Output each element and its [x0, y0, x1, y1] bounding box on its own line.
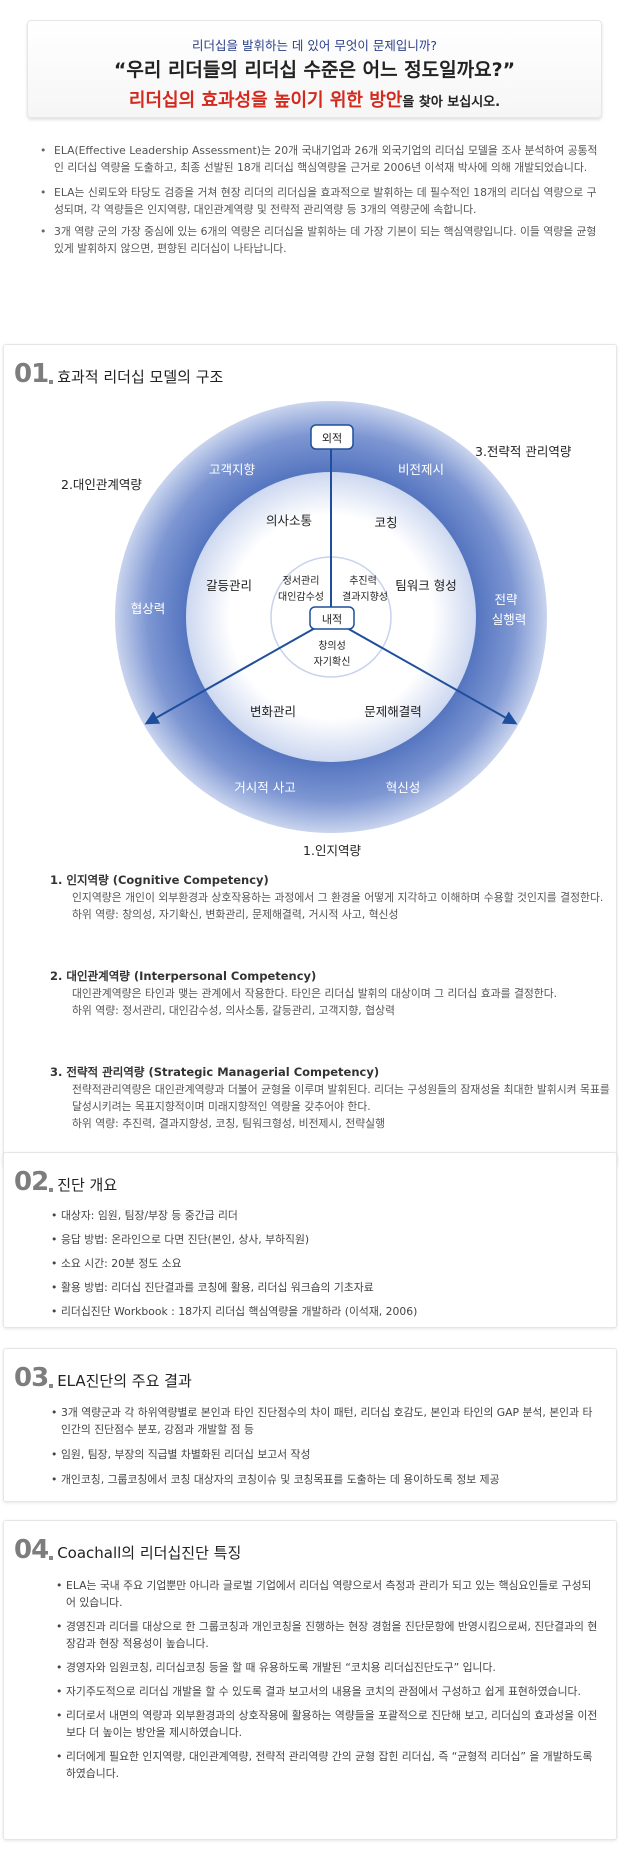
- leadership-model-diagram: 외적 내적 2.대인관계역량 3.전략적 관리역량 1.인지역량 고객지향 비전…: [61, 401, 572, 858]
- intro-tail: 을 찾아 보십시오.: [402, 95, 501, 110]
- middle-ring-labels: 의사소통 코칭 갈등관리 팀워크 형성 변화관리 문제해결력: [206, 513, 457, 719]
- arrow-right: [330, 618, 518, 725]
- diagram-rings: [115, 401, 547, 833]
- ring-label: 실행력: [492, 612, 527, 627]
- ring-label: 변화관리: [250, 704, 296, 719]
- list-item: 리더로서 내면의 역량과 외부환경과의 상호작용에 활용하는 역량들을 포괄적으…: [56, 1707, 601, 1741]
- list-item: 개인코칭, 그룹코칭에서 코칭 대상자의 코칭이슈 및 코칭목표를 도출하는 데…: [51, 1471, 596, 1488]
- ring-label: 고객지향: [209, 462, 256, 477]
- section-title: Coachall의 리더십진단 특징: [57, 1544, 242, 1562]
- competency-description: 인지역량은 개인이 외부환경과 상호작용하는 과정에서 그 환경을 어떻게 지각…: [72, 891, 604, 904]
- list-item: 3개 역량군과 각 하위역량별로 본인과 타인 진단점수의 차이 패턴, 리더십…: [51, 1404, 596, 1438]
- ring-label: 전략: [494, 592, 518, 607]
- list-item: 리더에게 필요한 인지역량, 대인관계역량, 전략적 관리역량 간의 균형 잡힌…: [56, 1748, 601, 1782]
- outer-label: 외적: [322, 432, 342, 445]
- competency-title: 2. 대인관계역량 (Interpersonal Competency): [50, 969, 317, 983]
- diagram-arrows: [144, 426, 518, 725]
- section-number: 01: [14, 359, 49, 389]
- core-label: 추진력: [349, 575, 377, 587]
- outer-ring: [115, 401, 547, 833]
- list-item: ELA는 신뢰도와 타당도 검증을 거쳐 현장 리더의 리더십을 효과적으로 발…: [40, 184, 600, 218]
- list-item: 경영자와 임원코칭, 리더십코칭 등을 할 때 유용하도록 개발된 “코치용 리…: [56, 1659, 601, 1676]
- ring-label: 코칭: [374, 515, 397, 530]
- outer-ring-labels: 고객지향 비전제시 협상력 전략 실행력 거시적 사고 혁신성: [131, 462, 527, 795]
- list-item: ELA(Effective Leadership Assessment)는 20…: [40, 142, 600, 176]
- core-label: 정서관리: [283, 575, 320, 587]
- arrow-left: [144, 618, 332, 725]
- list-item: ELA는 국내 주요 기업뿐만 아니라 글로벌 기업에서 리더십 역량으로서 측…: [56, 1577, 601, 1611]
- overview-bullets: ELA(Effective Leadership Assessment)는 20…: [40, 142, 600, 265]
- list-item: 리더십진단 Workbook : 18가지 리더십 핵심역량을 개발하라 (이석…: [51, 1303, 596, 1320]
- ring-label: 비전제시: [398, 462, 444, 477]
- section-model: 01 효과적 리더십 모델의 구조: [3, 344, 617, 1166]
- list-item: 소요 시간: 20분 정도 소요: [51, 1255, 596, 1272]
- section-dot: [49, 1384, 54, 1388]
- competency-interpersonal: 2. 대인관계역량 (Interpersonal Competency) 대인관…: [50, 968, 610, 1019]
- section-heading: 02 진단 개요: [14, 1165, 117, 1195]
- inner-label: 내적: [322, 613, 342, 626]
- section-results: 03 ELA진단의 주요 결과 3개 역량군과 각 하위역량별로 본인과 타인 진…: [3, 1348, 617, 1502]
- section-dot: [49, 1556, 54, 1560]
- section-title: 효과적 리더십 모델의 구조: [57, 368, 224, 386]
- ring-label: 문제해결력: [364, 704, 422, 719]
- section-number: 03: [14, 1363, 49, 1393]
- competency-title: 3. 전략적 관리역량 (Strategic Managerial Compet…: [50, 1065, 380, 1079]
- competency-strategic: 3. 전략적 관리역량 (Strategic Managerial Compet…: [50, 1064, 610, 1132]
- ring-label: 팀워크 형성: [395, 578, 456, 593]
- competency-description: 대인관계역량은 타인과 맺는 관계에서 작용한다. 타인은 리더십 발휘의 대상…: [72, 987, 558, 1000]
- list-item: 임원, 팀장, 부장의 직급별 차별화된 리더십 보고서 작성: [51, 1446, 596, 1463]
- section-title: 진단 개요: [57, 1176, 118, 1194]
- core-label: 자기확신: [314, 656, 351, 668]
- intro-question: 리더십을 발휘하는 데 있어 무엇이 문제입니까?: [191, 38, 437, 53]
- intro-quote: “우리 리더들의 리더십 수준은 어느 정도일까요?”: [113, 59, 516, 81]
- ring-label: 혁신성: [386, 780, 421, 795]
- competency-subskills: 하위 역량: 추진력, 결과지향성, 코칭, 팀워크형성, 비전제시, 전략실행: [72, 1117, 386, 1130]
- outer-badge: [310, 424, 354, 450]
- list-item: 활용 방법: 리더십 진단결과를 코칭에 활용, 리더십 워크숍의 기초자료: [51, 1279, 596, 1296]
- list-item: 대상자: 임원, 팀장/부장 등 중간급 리더: [51, 1207, 596, 1224]
- ring-label: 갈등관리: [206, 578, 252, 593]
- core-label: 결과지향성: [342, 591, 388, 603]
- core-label: 창의성: [318, 640, 346, 652]
- section-dot: [49, 380, 54, 384]
- section-heading: 01 효과적 리더십 모델의 구조: [14, 357, 223, 387]
- core-label: 대인감수성: [278, 591, 324, 603]
- competency-title: 1. 인지역량 (Cognitive Competency): [50, 873, 269, 887]
- competency-description: 전략적관리역량은 대인관계역량과 더불어 균형을 이루며 발휘된다. 리더는 구…: [72, 1083, 610, 1113]
- intro-cta: 리더십의 효과성을 높이기 위한 방안을 찾아 보십시오.: [28, 86, 601, 112]
- section-title: ELA진단의 주요 결과: [57, 1372, 192, 1390]
- ring-label: 의사소통: [266, 513, 312, 528]
- competency-cognitive: 1. 인지역량 (Cognitive Competency) 인지역량은 개인이…: [50, 872, 610, 923]
- ring-label: 거시적 사고: [234, 780, 295, 795]
- middle-ring: [186, 472, 476, 762]
- competency-subskills: 하위 역량: 정서관리, 대인감수성, 의사소통, 갈등관리, 고객지향, 협상…: [72, 1004, 395, 1017]
- section-features: 04 Coachall의 리더십진단 특징 ELA는 국내 주요 기업뿐만 아니라…: [3, 1520, 617, 1840]
- cluster-labels: 2.대인관계역량 3.전략적 관리역량 1.인지역량: [61, 444, 572, 858]
- section-heading: 04 Coachall의 리더십진단 특징: [14, 1533, 241, 1563]
- inner-badge: [309, 606, 355, 630]
- section-dot: [49, 1188, 54, 1192]
- section-overview: 02 진단 개요 대상자: 임원, 팀장/부장 등 중간급 리더 응답 방법: 온…: [3, 1152, 617, 1328]
- intro-box: 리더십을 발휘하는 데 있어 무엇이 문제입니까? “우리 리더들의 리더십 수…: [27, 20, 602, 118]
- features-list: ELA는 국내 주요 기업뿐만 아니라 글로벌 기업에서 리더십 역량으로서 측…: [56, 1577, 601, 1790]
- competency-subskills: 하위 역량: 창의성, 자기확신, 변화관리, 문제해결력, 거시적 사고, 혁…: [72, 908, 399, 921]
- section-heading: 03 ELA진단의 주요 결과: [14, 1361, 192, 1391]
- list-item: 응답 방법: 온라인으로 다면 진단(본인, 상사, 부하직원): [51, 1231, 596, 1248]
- section-number: 02: [14, 1167, 49, 1197]
- overview-list: 대상자: 임원, 팀장/부장 등 중간급 리더 응답 방법: 온라인으로 다면 …: [51, 1207, 596, 1328]
- ring-label: 협상력: [131, 601, 166, 616]
- cluster-label-cognitive: 1.인지역량: [303, 843, 361, 858]
- intro-highlight: 리더십의 효과성을 높이기 위한 방안: [128, 90, 403, 111]
- core-circle: [270, 556, 392, 678]
- results-list: 3개 역량군과 각 하위역량별로 본인과 타인 진단점수의 차이 패턴, 리더십…: [51, 1404, 596, 1496]
- axis-badges: 외적 내적: [309, 424, 355, 630]
- core-labels: 정서관리 대인감수성 추진력 결과지향성 창의성 자기확신: [278, 575, 388, 668]
- list-item: 자기주도적으로 리더십 개발을 할 수 있도록 결과 보고서의 내용을 코치의 …: [56, 1683, 601, 1700]
- list-item: 경영진과 리더를 대상으로 한 그룹코칭과 개인코칭을 진행하는 현장 경험을 …: [56, 1618, 601, 1652]
- list-item: 3개 역량 군의 가장 중심에 있는 6개의 역량은 리더십을 발휘하는 데 가…: [40, 223, 600, 257]
- cluster-label-strategic: 3.전략적 관리역량: [475, 444, 572, 459]
- cluster-label-interpersonal: 2.대인관계역량: [61, 477, 142, 492]
- section-number: 04: [14, 1535, 49, 1565]
